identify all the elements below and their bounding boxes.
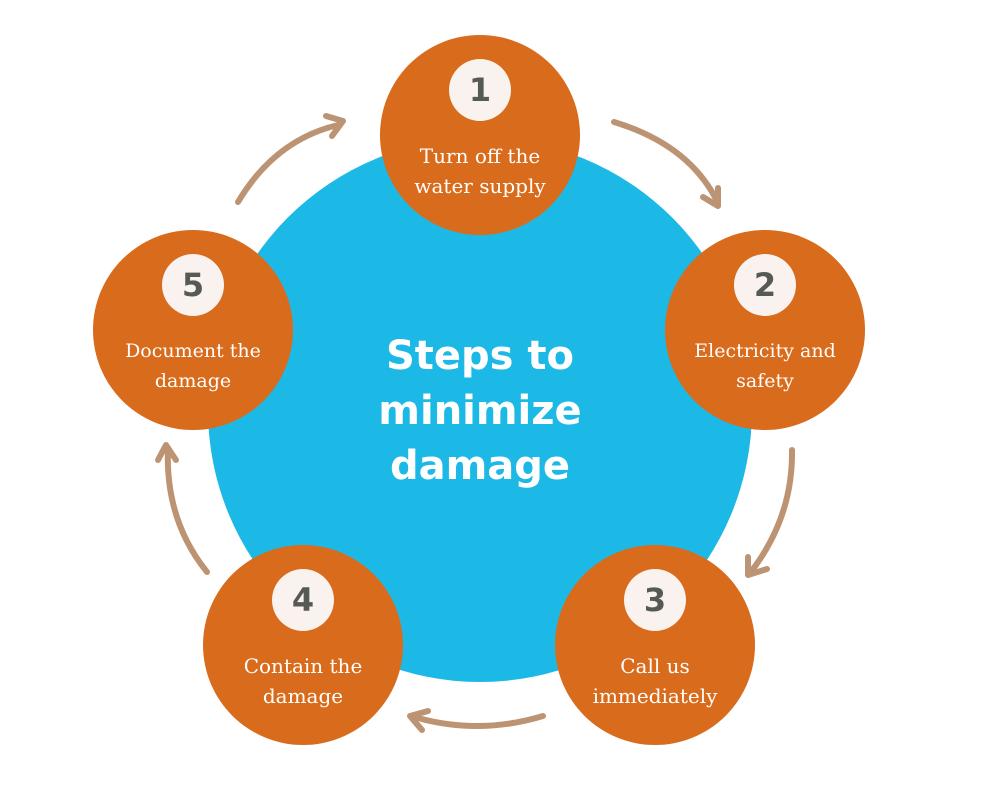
step-5-circle: 5 Document the damage bbox=[93, 230, 293, 430]
center-title-line: minimize bbox=[378, 387, 582, 434]
step-number-badge: 3 bbox=[624, 569, 686, 631]
step-label-line: Contain the bbox=[243, 654, 363, 678]
step-number-badge: 1 bbox=[449, 59, 511, 121]
arrow-step2-to-step3 bbox=[745, 447, 796, 578]
step-label-line: Turn off the bbox=[419, 144, 541, 168]
step-label: Document the damage bbox=[93, 336, 293, 396]
step-label-line: Call us bbox=[620, 654, 690, 678]
step-3-circle: 3 Call us immediately bbox=[555, 545, 755, 745]
step-label-line: immediately bbox=[592, 684, 718, 708]
center-title: Steps to minimize damage bbox=[350, 329, 610, 494]
step-number-badge: 2 bbox=[734, 254, 796, 316]
step-2-circle: 2 Electricity and safety bbox=[665, 230, 865, 430]
step-label-line: Electricity and bbox=[694, 340, 836, 362]
step-4-circle: 4 Contain the damage bbox=[203, 545, 403, 745]
step-label: Call us immediately bbox=[555, 651, 755, 711]
step-label: Turn off the water supply bbox=[380, 141, 580, 201]
step-label: Electricity and safety bbox=[665, 336, 865, 396]
arrow-step4-to-step5 bbox=[155, 442, 210, 575]
arrow-step3-to-step4 bbox=[407, 708, 546, 733]
step-label-line: damage bbox=[154, 370, 232, 392]
step-number-badge: 4 bbox=[272, 569, 334, 631]
step-label-line: damage bbox=[262, 684, 344, 708]
step-1-circle: 1 Turn off the water supply bbox=[380, 35, 580, 235]
step-label-line: water supply bbox=[414, 174, 546, 198]
step-number-badge: 5 bbox=[162, 254, 224, 316]
step-label: Contain the damage bbox=[203, 651, 403, 711]
center-title-line: Steps to bbox=[385, 332, 575, 379]
step-label-line: Document the bbox=[125, 340, 261, 362]
step-label-line: safety bbox=[736, 370, 794, 392]
center-title-line: damage bbox=[389, 442, 571, 489]
